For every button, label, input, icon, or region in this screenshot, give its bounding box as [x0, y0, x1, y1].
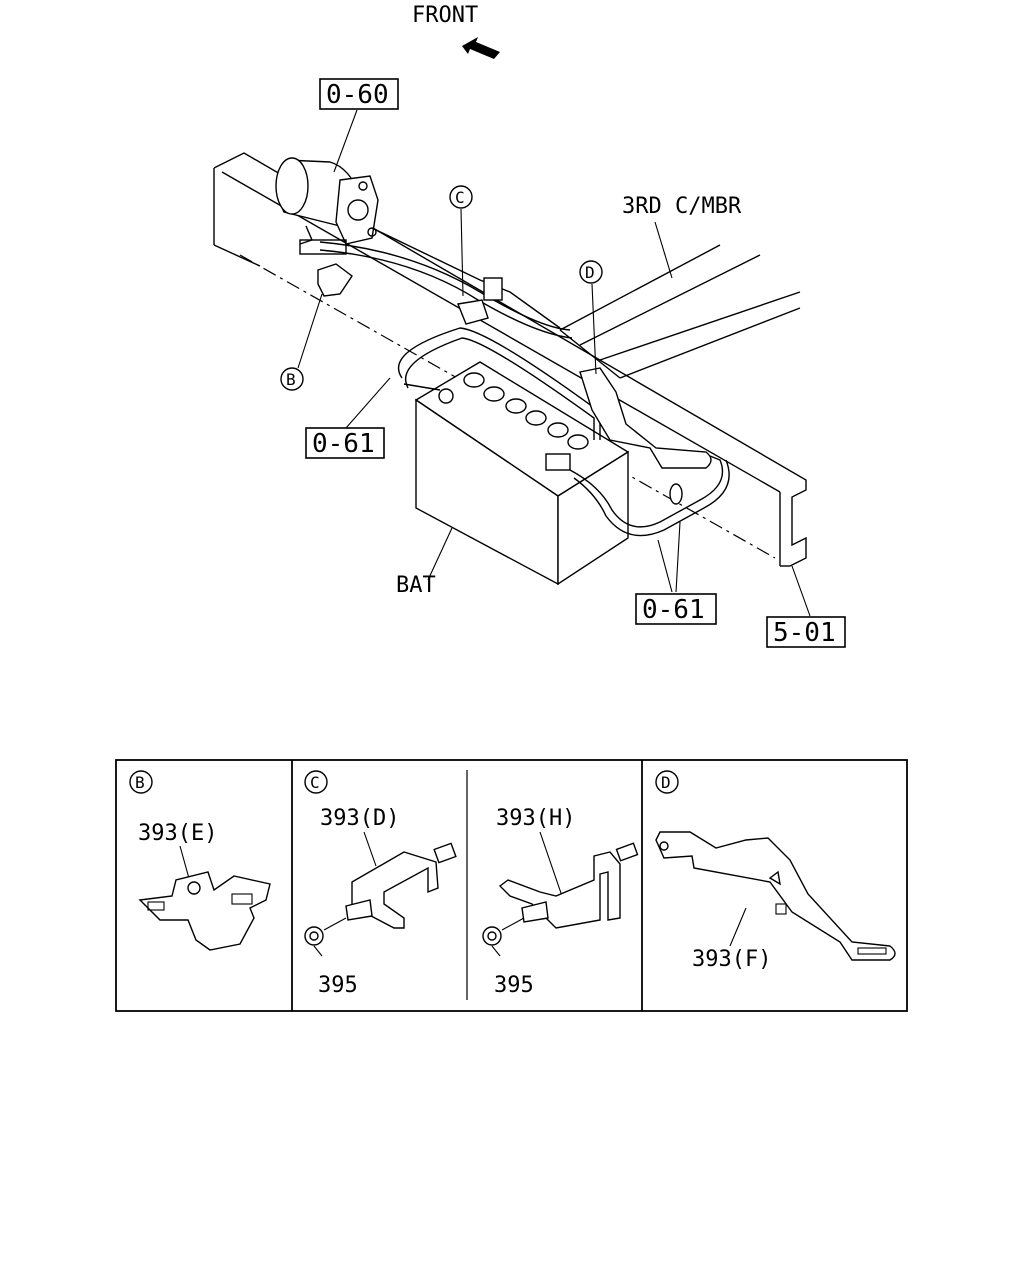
- detail-b-part: 393(E): [138, 821, 217, 846]
- marker-d: D: [585, 263, 595, 282]
- bracket-393d-drawing: [351, 851, 439, 929]
- marker-b: B: [286, 370, 296, 389]
- detail-c-part2: 393(H): [496, 806, 575, 831]
- callout-0-60-box: [319, 78, 399, 110]
- detail-d: D 393(F): [655, 770, 896, 972]
- detail-d-part: 393(F): [692, 947, 771, 972]
- marker-c: C: [455, 188, 465, 207]
- detail-c-nut1: 395: [318, 973, 358, 998]
- clip-c-on-frame: [457, 277, 503, 325]
- detail-c-marker: C: [310, 773, 320, 792]
- crossmember: [559, 244, 801, 379]
- detail-c-part1: 393(D): [320, 806, 399, 831]
- detail-b: B 393(E): [129, 770, 271, 951]
- battery-caps: [463, 372, 589, 450]
- callout-0-60: 0-60: [326, 80, 389, 110]
- starter-motor: [275, 157, 379, 255]
- detail-d-marker: D: [661, 773, 671, 792]
- callout-0-61a: 0-61: [312, 429, 375, 459]
- callout-0-61b-box: [635, 593, 717, 625]
- bracket-d-on-frame: [579, 367, 712, 469]
- crossmember-label: 3RD C/MBR: [622, 194, 742, 219]
- detail-c-nut2: 395: [494, 973, 534, 998]
- battery: [414, 361, 630, 586]
- detail-b-marker: B: [135, 773, 145, 792]
- clip-b: [317, 263, 353, 297]
- front-arrow-icon: [462, 37, 500, 59]
- clip-b-drawing: [138, 871, 271, 951]
- front-label: FRONT: [412, 3, 478, 28]
- bracket-393h-drawing: [498, 851, 621, 929]
- battery-label: BAT: [396, 573, 436, 598]
- callout-5-01: 5-01: [773, 618, 836, 648]
- callout-0-61b: 0-61: [642, 595, 705, 625]
- callout-0-61a-box: [305, 427, 385, 459]
- bracket-393f-drawing: [655, 831, 896, 961]
- detail-c: C 393(D) 395 393(H) 395: [304, 770, 639, 998]
- callout-5-01-box: [766, 616, 846, 648]
